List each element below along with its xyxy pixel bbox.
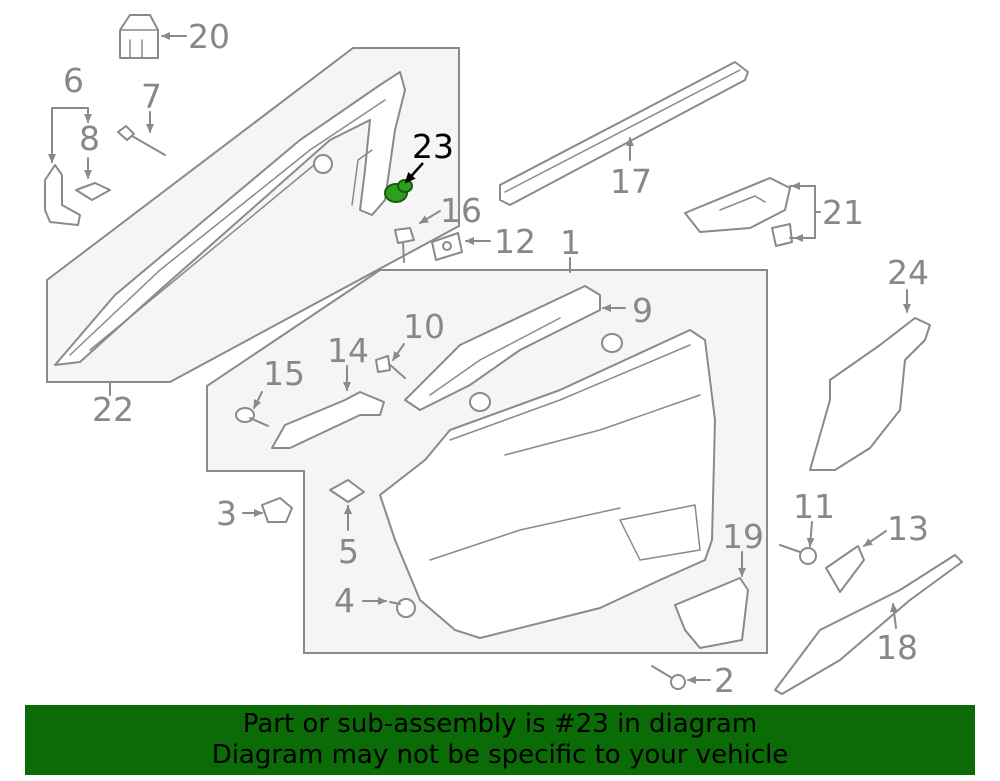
banner-line-2: Diagram may not be specific to your vehi…: [211, 740, 789, 770]
callout-9: 9: [632, 291, 653, 330]
clip-part-5: [329, 479, 365, 503]
handle-bracket-part: [404, 285, 601, 411]
callout-1: 1: [560, 223, 581, 262]
info-banner: Part or sub-assembly is #23 in diagram D…: [25, 705, 975, 775]
push-retainer-part: [389, 598, 416, 618]
callout-8: 8: [79, 119, 100, 158]
callout-5: 5: [338, 532, 359, 571]
clip-part-8: [75, 182, 111, 201]
callout-22: 22: [92, 390, 134, 429]
callout-14: 14: [327, 331, 369, 370]
pin-part: [117, 125, 166, 156]
cap-part: [261, 497, 293, 523]
bolt-part-16: [394, 227, 415, 263]
callout-6: 6: [63, 61, 84, 100]
callout-15: 15: [263, 354, 305, 393]
push-pin-part: [235, 407, 269, 427]
bracket-part-14: [271, 391, 385, 449]
callout-17: 17: [610, 162, 652, 201]
insulator-part: [809, 317, 931, 471]
callout-21: 21: [822, 193, 864, 232]
door-trim-panel-part: [379, 329, 716, 639]
callout-18: 18: [876, 628, 918, 667]
callout-19: 19: [722, 517, 764, 556]
callout-20: 20: [188, 17, 230, 56]
clip-part-12: [431, 232, 463, 261]
window-switch-part: [684, 177, 793, 247]
sill-trim-part: [774, 554, 963, 695]
callout-13: 13: [887, 509, 929, 548]
bracket-part: [44, 164, 81, 226]
switch-part: [119, 14, 159, 59]
callout-16: 16: [440, 191, 482, 230]
leader-lines: [48, 32, 911, 684]
callout-12: 12: [494, 222, 536, 261]
screw-part-11: [779, 544, 817, 565]
callout-24: 24: [887, 253, 929, 292]
callout-7: 7: [141, 77, 162, 116]
callout-23: 23: [412, 127, 454, 166]
callout-2: 2: [714, 661, 735, 700]
bolt-part-2: [651, 665, 686, 690]
screw-part-10: [375, 355, 406, 379]
pocket-part: [674, 577, 749, 649]
callout-11: 11: [793, 487, 835, 526]
banner-line-1: Part or sub-assembly is #23 in diagram: [242, 709, 758, 739]
callout-3: 3: [216, 494, 237, 533]
a-pillar-trim-part: [54, 71, 406, 366]
bracket-part-13: [825, 545, 865, 593]
belt-molding-part: [499, 61, 749, 206]
callout-10: 10: [403, 307, 445, 346]
callout-4: 4: [334, 581, 355, 620]
